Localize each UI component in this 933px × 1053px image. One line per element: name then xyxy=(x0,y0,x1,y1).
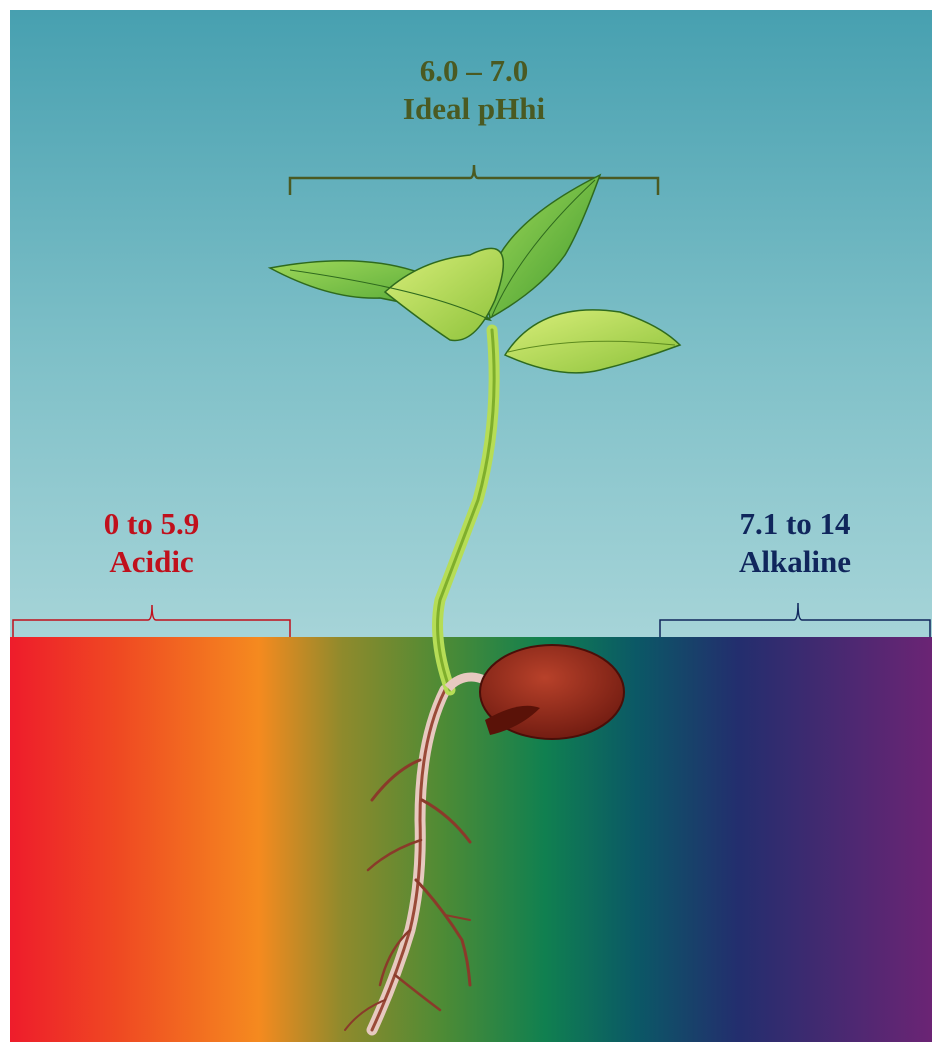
acidic-range-text: 0 to 5.9 xyxy=(10,505,293,543)
ideal-range-text: 6.0 – 7.0 xyxy=(290,52,658,90)
acidic-name-text: Acidic xyxy=(10,543,293,581)
ideal-name-text: Ideal pHhi xyxy=(290,90,658,128)
ideal-ph-label: 6.0 – 7.0 Ideal pHhi xyxy=(290,52,658,128)
alkaline-name-text: Alkaline xyxy=(660,543,930,581)
alkaline-range-text: 7.1 to 14 xyxy=(660,505,930,543)
acidic-label: 0 to 5.9 Acidic xyxy=(10,505,293,581)
alkaline-label: 7.1 to 14 Alkaline xyxy=(660,505,930,581)
